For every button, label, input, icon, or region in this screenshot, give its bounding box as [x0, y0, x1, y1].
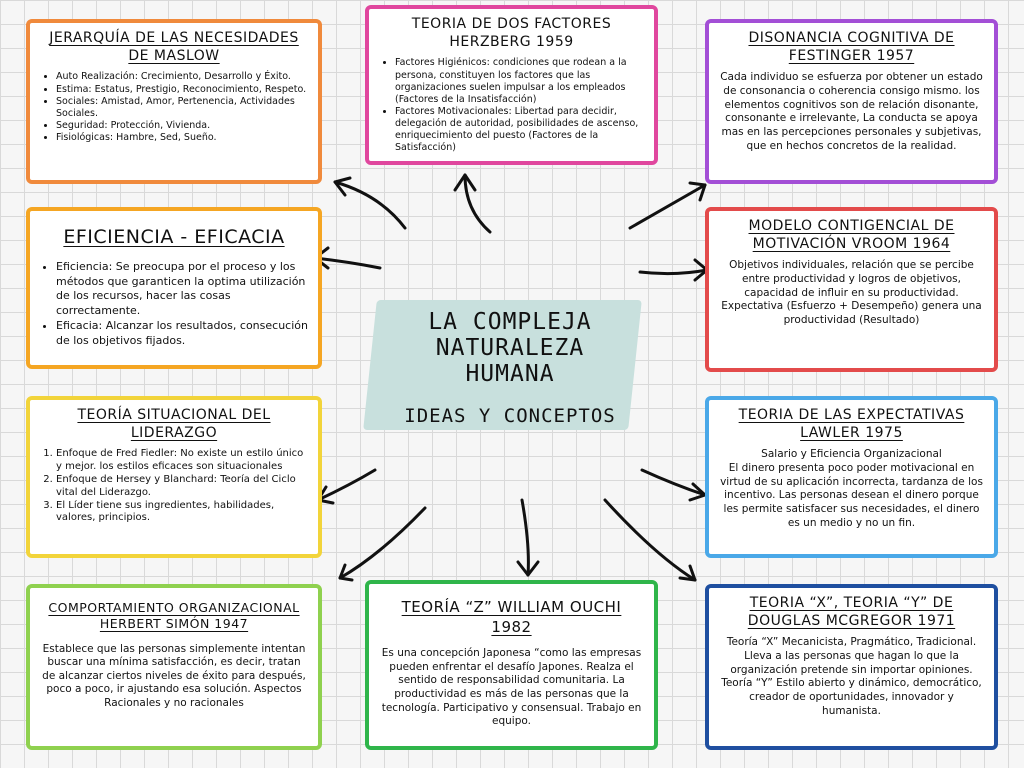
center-subtitle: IDEAS Y CONCEPTOS — [404, 405, 616, 428]
card-mcgregor-text-2: Teoría “Y” Estilo abierto y dinámico, de… — [721, 677, 982, 717]
list-item: Factores Higiénicos: condiciones que rod… — [395, 57, 644, 106]
card-maslow: JERARQUÍA DE LAS NECESIDADES DE MASLOW A… — [26, 19, 322, 184]
list-item: Enfoque de Hersey y Blanchard: Teoría de… — [56, 474, 308, 500]
card-festinger-title: DISONANCIA COGNITIVA DE FESTINGER 1957 — [748, 30, 955, 65]
card-mcgregor-title: TEORIA “X”, TEORIA “Y” DE DOUGLAS MCGREG… — [747, 595, 956, 630]
arrow-to-vroom — [638, 268, 709, 276]
card-situacional: TEORÍA SITUACIONAL DEL LIDERAZGO Enfoque… — [26, 396, 322, 558]
center-title: LA COMPLEJA NATURALEZA HUMANA IDEAS Y CO… — [380, 309, 640, 428]
list-item: Auto Realización: Crecimiento, Desarroll… — [56, 71, 308, 83]
card-ouchi-title: TEORÍA “Z” WILLIAM OUCHI 1982 — [401, 598, 622, 636]
card-mcgregor: TEORIA “X”, TEORIA “Y” DE DOUGLAS MCGREG… — [705, 584, 998, 750]
list-item: Factores Motivacionales: Libertad para d… — [395, 106, 644, 155]
list-item: El Líder tiene sus ingredientes, habilid… — [56, 500, 308, 526]
card-vroom-text: Objetivos individuales, relación que se … — [729, 259, 974, 299]
card-maslow-list: Auto Realización: Crecimiento, Desarroll… — [40, 71, 308, 144]
arrow-to-ouchi — [520, 498, 530, 577]
card-ouchi-text: Es una concepción Japonesa “como las emp… — [381, 647, 642, 728]
list-item: Estima: Estatus, Prestigio, Reconocimien… — [56, 84, 308, 96]
card-herzberg-title: TEORIA DE DOS FACTORES HERZBERG 1959 — [411, 16, 612, 51]
card-eficiencia-title: EFICIENCIA - EFICACIA — [63, 226, 285, 248]
card-ouchi: TEORÍA “Z” WILLIAM OUCHI 1982 Es una con… — [365, 580, 658, 750]
card-herzberg: TEORIA DE DOS FACTORES HERZBERG 1959 Fac… — [365, 5, 658, 165]
card-situacional-list: Enfoque de Fred Fiedler: No existe un es… — [40, 448, 308, 525]
arrow-to-simon — [338, 506, 427, 580]
card-simon-text: Establece que las personas simplemente i… — [42, 642, 306, 710]
list-item: Enfoque de Fred Fiedler: No existe un es… — [56, 448, 308, 474]
list-item: Eficacia: Alcanzar los resultados, conse… — [56, 319, 308, 349]
list-item: Eficiencia: Se preocupa por el proceso y… — [56, 260, 308, 319]
arrow-to-festinger — [628, 183, 707, 230]
center-title-line-3: HUMANA — [465, 360, 555, 387]
card-eficiencia-list: Eficiencia: Se preocupa por el proceso y… — [40, 260, 308, 349]
arrow-head-herzberg — [453, 173, 477, 192]
card-lawler-text-2: El dinero presenta poco poder motivacion… — [720, 462, 983, 529]
card-festinger-text: Cada individuo se esfuerza por obtener u… — [720, 71, 983, 152]
center-title-line-1: LA COMPLEJA — [428, 309, 592, 335]
card-situacional-title: TEORÍA SITUACIONAL DEL LIDERAZGO — [77, 407, 271, 442]
card-vroom: MODELO CONTIGENCIAL DE MOTIVACIÓN VROOM … — [705, 207, 998, 372]
arrow-to-mcgregor — [603, 498, 697, 582]
arrow-head-simon — [338, 563, 354, 582]
card-lawler-text: Salario y Eficiencia Organizacional — [761, 448, 942, 461]
card-mcgregor-text: Teoría “X” Mecanicista, Pragmático, Trad… — [726, 636, 977, 676]
arrow-head-ouchi — [516, 560, 540, 577]
card-simon: COMPORTAMIENTO ORGANIZACIONAL HERBERT SI… — [26, 584, 322, 750]
list-item: Sociales: Amistad, Amor, Pertenencia, Ac… — [56, 96, 308, 120]
card-eficiencia: EFICIENCIA - EFICACIA Eficiencia: Se pre… — [26, 207, 322, 369]
list-item: Fisiológicas: Hambre, Sed, Sueño. — [56, 132, 308, 144]
card-maslow-title: JERARQUÍA DE LAS NECESIDADES DE MASLOW — [49, 30, 299, 65]
card-vroom-title: MODELO CONTIGENCIAL DE MOTIVACIÓN VROOM … — [748, 218, 955, 253]
arrow-to-situacional — [316, 468, 377, 502]
center-title-line-2: NATURALEZA — [435, 334, 585, 361]
card-festinger: DISONANCIA COGNITIVA DE FESTINGER 1957 C… — [705, 19, 998, 184]
card-lawler: TEORIA DE LAS EXPECTATIVAS LAWLER 1975 S… — [705, 396, 998, 558]
arrow-to-herzberg — [463, 173, 492, 234]
arrow-head-mcgregor — [678, 564, 697, 582]
card-vroom-text-2: Expectativa (Esfuerzo + Desempeño) gener… — [721, 300, 982, 326]
list-item: Seguridad: Protección, Vivienda. — [56, 120, 308, 132]
arrow-head-maslow — [333, 176, 352, 197]
card-lawler-title: TEORIA DE LAS EXPECTATIVAS LAWLER 1975 — [738, 407, 965, 442]
arrow-head-festinger — [688, 181, 707, 202]
arrow-to-lawler — [640, 468, 707, 497]
arrow-to-maslow — [333, 180, 407, 230]
card-herzberg-list: Factores Higiénicos: condiciones que rod… — [379, 57, 644, 154]
card-simon-title: COMPORTAMIENTO ORGANIZACIONAL HERBERT SI… — [48, 600, 300, 632]
